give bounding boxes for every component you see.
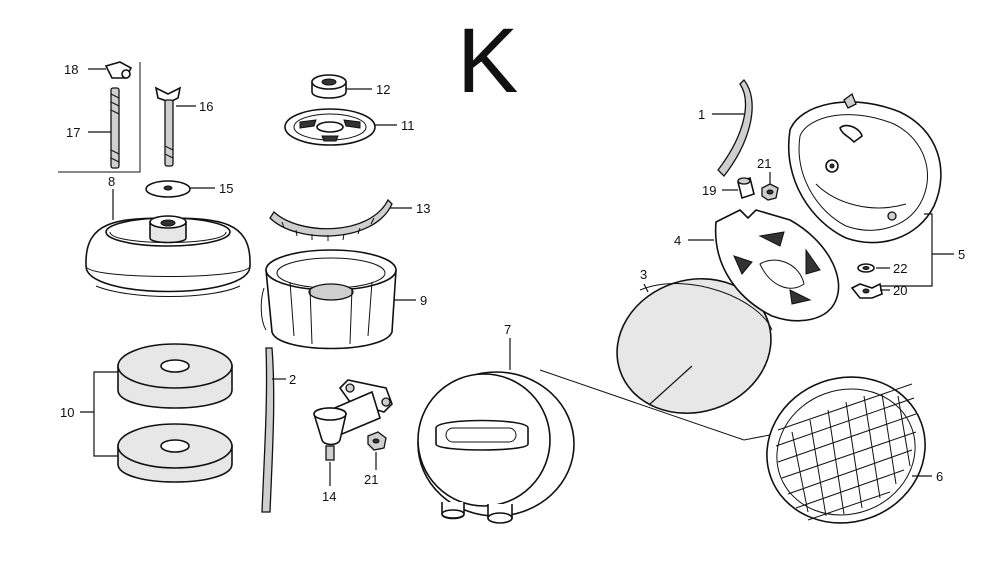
part-21-nut-right <box>761 183 779 201</box>
part-1-hose <box>717 79 753 177</box>
part-4-holder-plate <box>714 209 840 322</box>
part-7-cleaner-body <box>417 371 575 524</box>
part-6-grille-cover <box>766 376 926 524</box>
callout-6: 6 <box>936 469 943 484</box>
section-letter: K <box>457 10 518 112</box>
hardware-group-bracket <box>58 62 141 173</box>
callout-22: 22 <box>893 261 907 276</box>
callout-5: 5 <box>958 247 965 262</box>
callout-8: 8 <box>108 174 115 189</box>
callout-21-center: 21 <box>364 472 378 487</box>
part-12-grommet <box>311 74 347 99</box>
callout-21-right: 21 <box>757 156 771 171</box>
callout-18: 18 <box>64 62 78 77</box>
callout-16: 16 <box>199 99 213 114</box>
callout-4: 4 <box>674 233 681 248</box>
part-17-stud <box>110 87 120 169</box>
callout-3: 3 <box>640 267 647 282</box>
callout-7: 7 <box>504 322 511 337</box>
part-21-nut-center <box>367 431 387 451</box>
callout-14: 14 <box>322 489 336 504</box>
part-10-foam-element-upper <box>117 343 233 409</box>
part-22-washer <box>857 263 875 273</box>
callout-10: 10 <box>60 405 74 420</box>
callout-11: 11 <box>401 118 415 133</box>
callout-20: 20 <box>893 283 907 298</box>
part-19-collar <box>737 176 755 200</box>
part-5-back-housing <box>787 92 942 244</box>
callout-13: 13 <box>416 201 430 216</box>
part-2-tube <box>261 347 275 513</box>
part-13-seal-arc <box>269 198 393 241</box>
callout-15: 15 <box>219 181 233 196</box>
part-8-air-cleaner-cover <box>85 215 251 297</box>
part-18-wing-nut <box>104 61 133 79</box>
part-3-filter-element <box>616 277 773 415</box>
callout-9: 9 <box>420 293 427 308</box>
callout-17: 17 <box>66 125 80 140</box>
callout-2: 2 <box>289 372 296 387</box>
part-14-elbow-joint <box>313 379 393 461</box>
part-10-foam-element-lower <box>117 423 233 483</box>
callout-19: 19 <box>702 183 716 198</box>
part-16-wing-bolt <box>154 86 182 167</box>
part-11-element-plate <box>284 108 376 146</box>
callout-1: 1 <box>698 107 705 122</box>
callout-12: 12 <box>376 82 390 97</box>
part-9-air-cleaner-case <box>260 249 397 350</box>
part-20-wing-nut <box>850 282 883 299</box>
part-15-washer <box>145 180 191 198</box>
